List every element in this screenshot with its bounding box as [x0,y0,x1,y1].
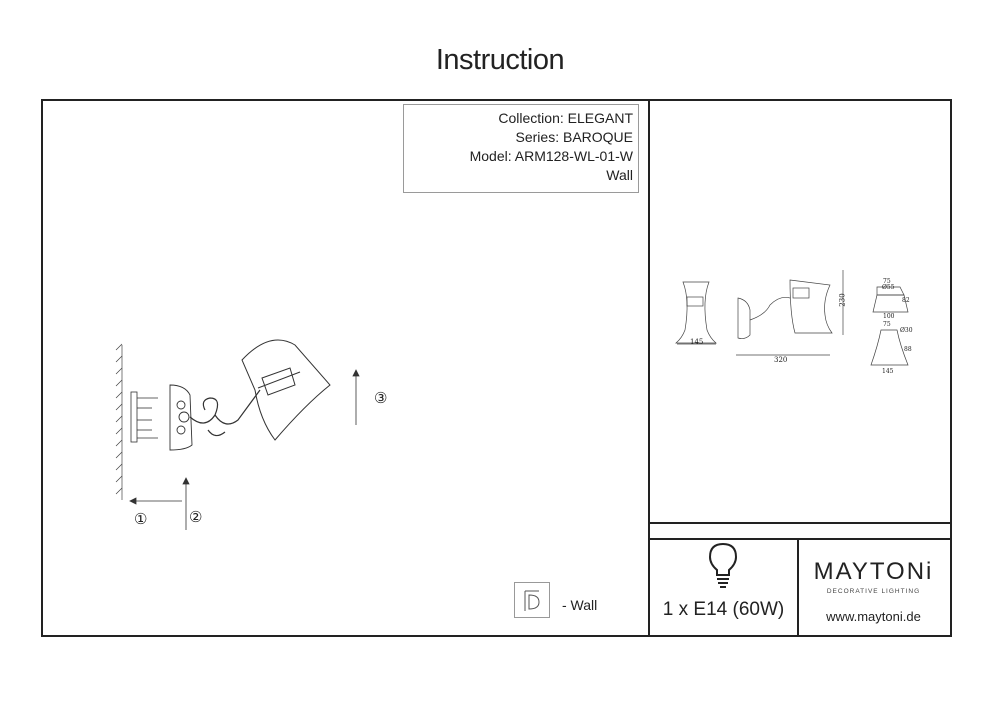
model-label: Model: ARM128-WL-01-W [469,148,633,164]
bulb-spec-panel: 1 x E14 (60W) [650,540,797,633]
dim-height: 230 [838,293,847,307]
wall-hatch [115,343,123,500]
light-bulb-icon [708,542,738,588]
lamp-shade [241,339,331,441]
dim-mid-dia-2: Ø30 [900,327,913,334]
wall-legend-label: - Wall [562,597,598,613]
collection-label: Collection: ELEGANT [498,110,633,126]
dim-length: 320 [774,356,788,364]
bulb-spec-text: 1 x E14 (60W) [662,599,785,620]
type-label: Wall [606,167,633,183]
frame-divider-horizontal-2 [648,538,950,540]
frame-divider-vertical [648,99,650,635]
brand-logo: MAYTONi [813,558,934,585]
frame-divider-spec [797,538,799,635]
frame-divider-horizontal [648,522,950,524]
series-label: Series: BAROQUE [515,129,633,145]
mounting-screws [130,391,158,443]
brand-url: www.maytoni.de [826,609,921,624]
dim-bottom-dia: 145 [882,368,894,375]
dim-base-width: 145 [690,338,704,346]
wall-mount-icon [514,582,550,618]
dim-shade-height-2: 88 [904,346,912,353]
dim-shade-height: 82 [902,297,910,304]
dim-top-dia: 75 [883,278,891,285]
dimension-drawing [675,270,909,366]
dim-mid-dia: Ø55 [882,284,895,291]
dim-shade-bottom: 100 [883,313,895,320]
brand-panel: MAYTONi DECORATIVE LIGHTING www.maytoni.… [799,540,948,633]
wall-plate [169,384,193,451]
instruction-frame [41,99,952,637]
dim-top-dia-2: 75 [883,321,891,328]
step-2-label: ② [189,508,203,526]
brand-tagline: DECORATIVE LIGHTING [826,588,921,595]
product-info-box: Collection: ELEGANT Series: BAROQUE Mode… [403,104,639,193]
document-title: Instruction [435,44,565,76]
step-1-label: ① [134,510,148,528]
scroll-arm [189,389,261,437]
dimension-arrows [129,369,360,530]
step-3-label: ③ [374,389,388,407]
